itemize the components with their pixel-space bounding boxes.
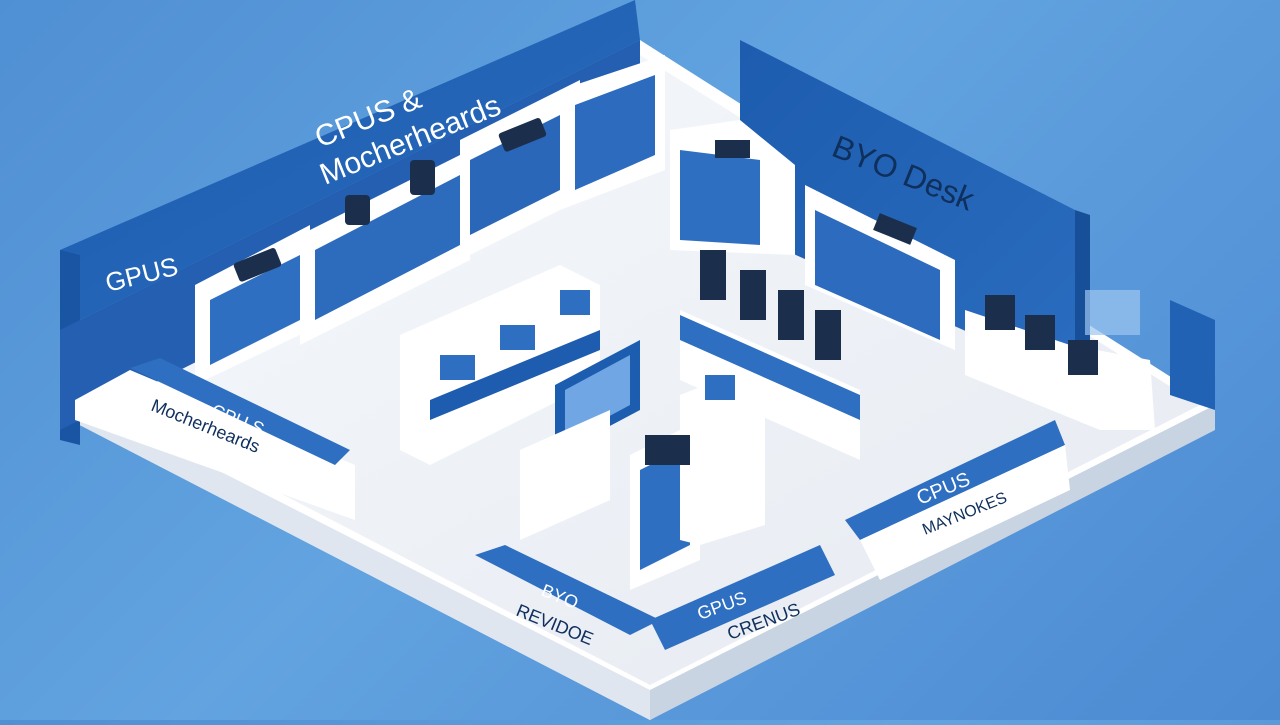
pc-tower-icon [985, 295, 1015, 330]
shelving-back-right [670, 120, 955, 350]
glass-case [1085, 290, 1140, 335]
pc-tower-icon [645, 435, 690, 465]
center-display-counter [400, 265, 600, 465]
pc-tower-icon [1025, 315, 1055, 350]
floor-sign-right: CPUS MAYNOKES [845, 420, 1070, 580]
monitor-icon [560, 290, 590, 315]
gpu-box-icon [410, 160, 435, 195]
pc-tower-icon [700, 250, 726, 300]
pc-tower-icon [1068, 340, 1098, 375]
pc-tower-icon [778, 290, 804, 340]
shelving-back-left [195, 55, 665, 385]
center-kiosk [520, 340, 640, 540]
product-stands-center-right [680, 250, 860, 460]
floor-sign-left: CPU S Mocherheards [75, 358, 355, 520]
pc-tower-icon [815, 310, 841, 360]
pc-tower-icon [740, 270, 766, 320]
desk-workstations-right [965, 290, 1155, 430]
front-pc-towers [630, 375, 765, 590]
monitor-icon [500, 325, 535, 350]
monitor-icon [715, 140, 750, 158]
gpu-box-icon [233, 248, 282, 282]
monitor-icon [873, 213, 917, 245]
gpu-box-icon [498, 118, 547, 152]
pc-tower-icon [705, 375, 735, 400]
gpu-box-icon [345, 195, 370, 225]
monitor-icon [440, 355, 475, 380]
